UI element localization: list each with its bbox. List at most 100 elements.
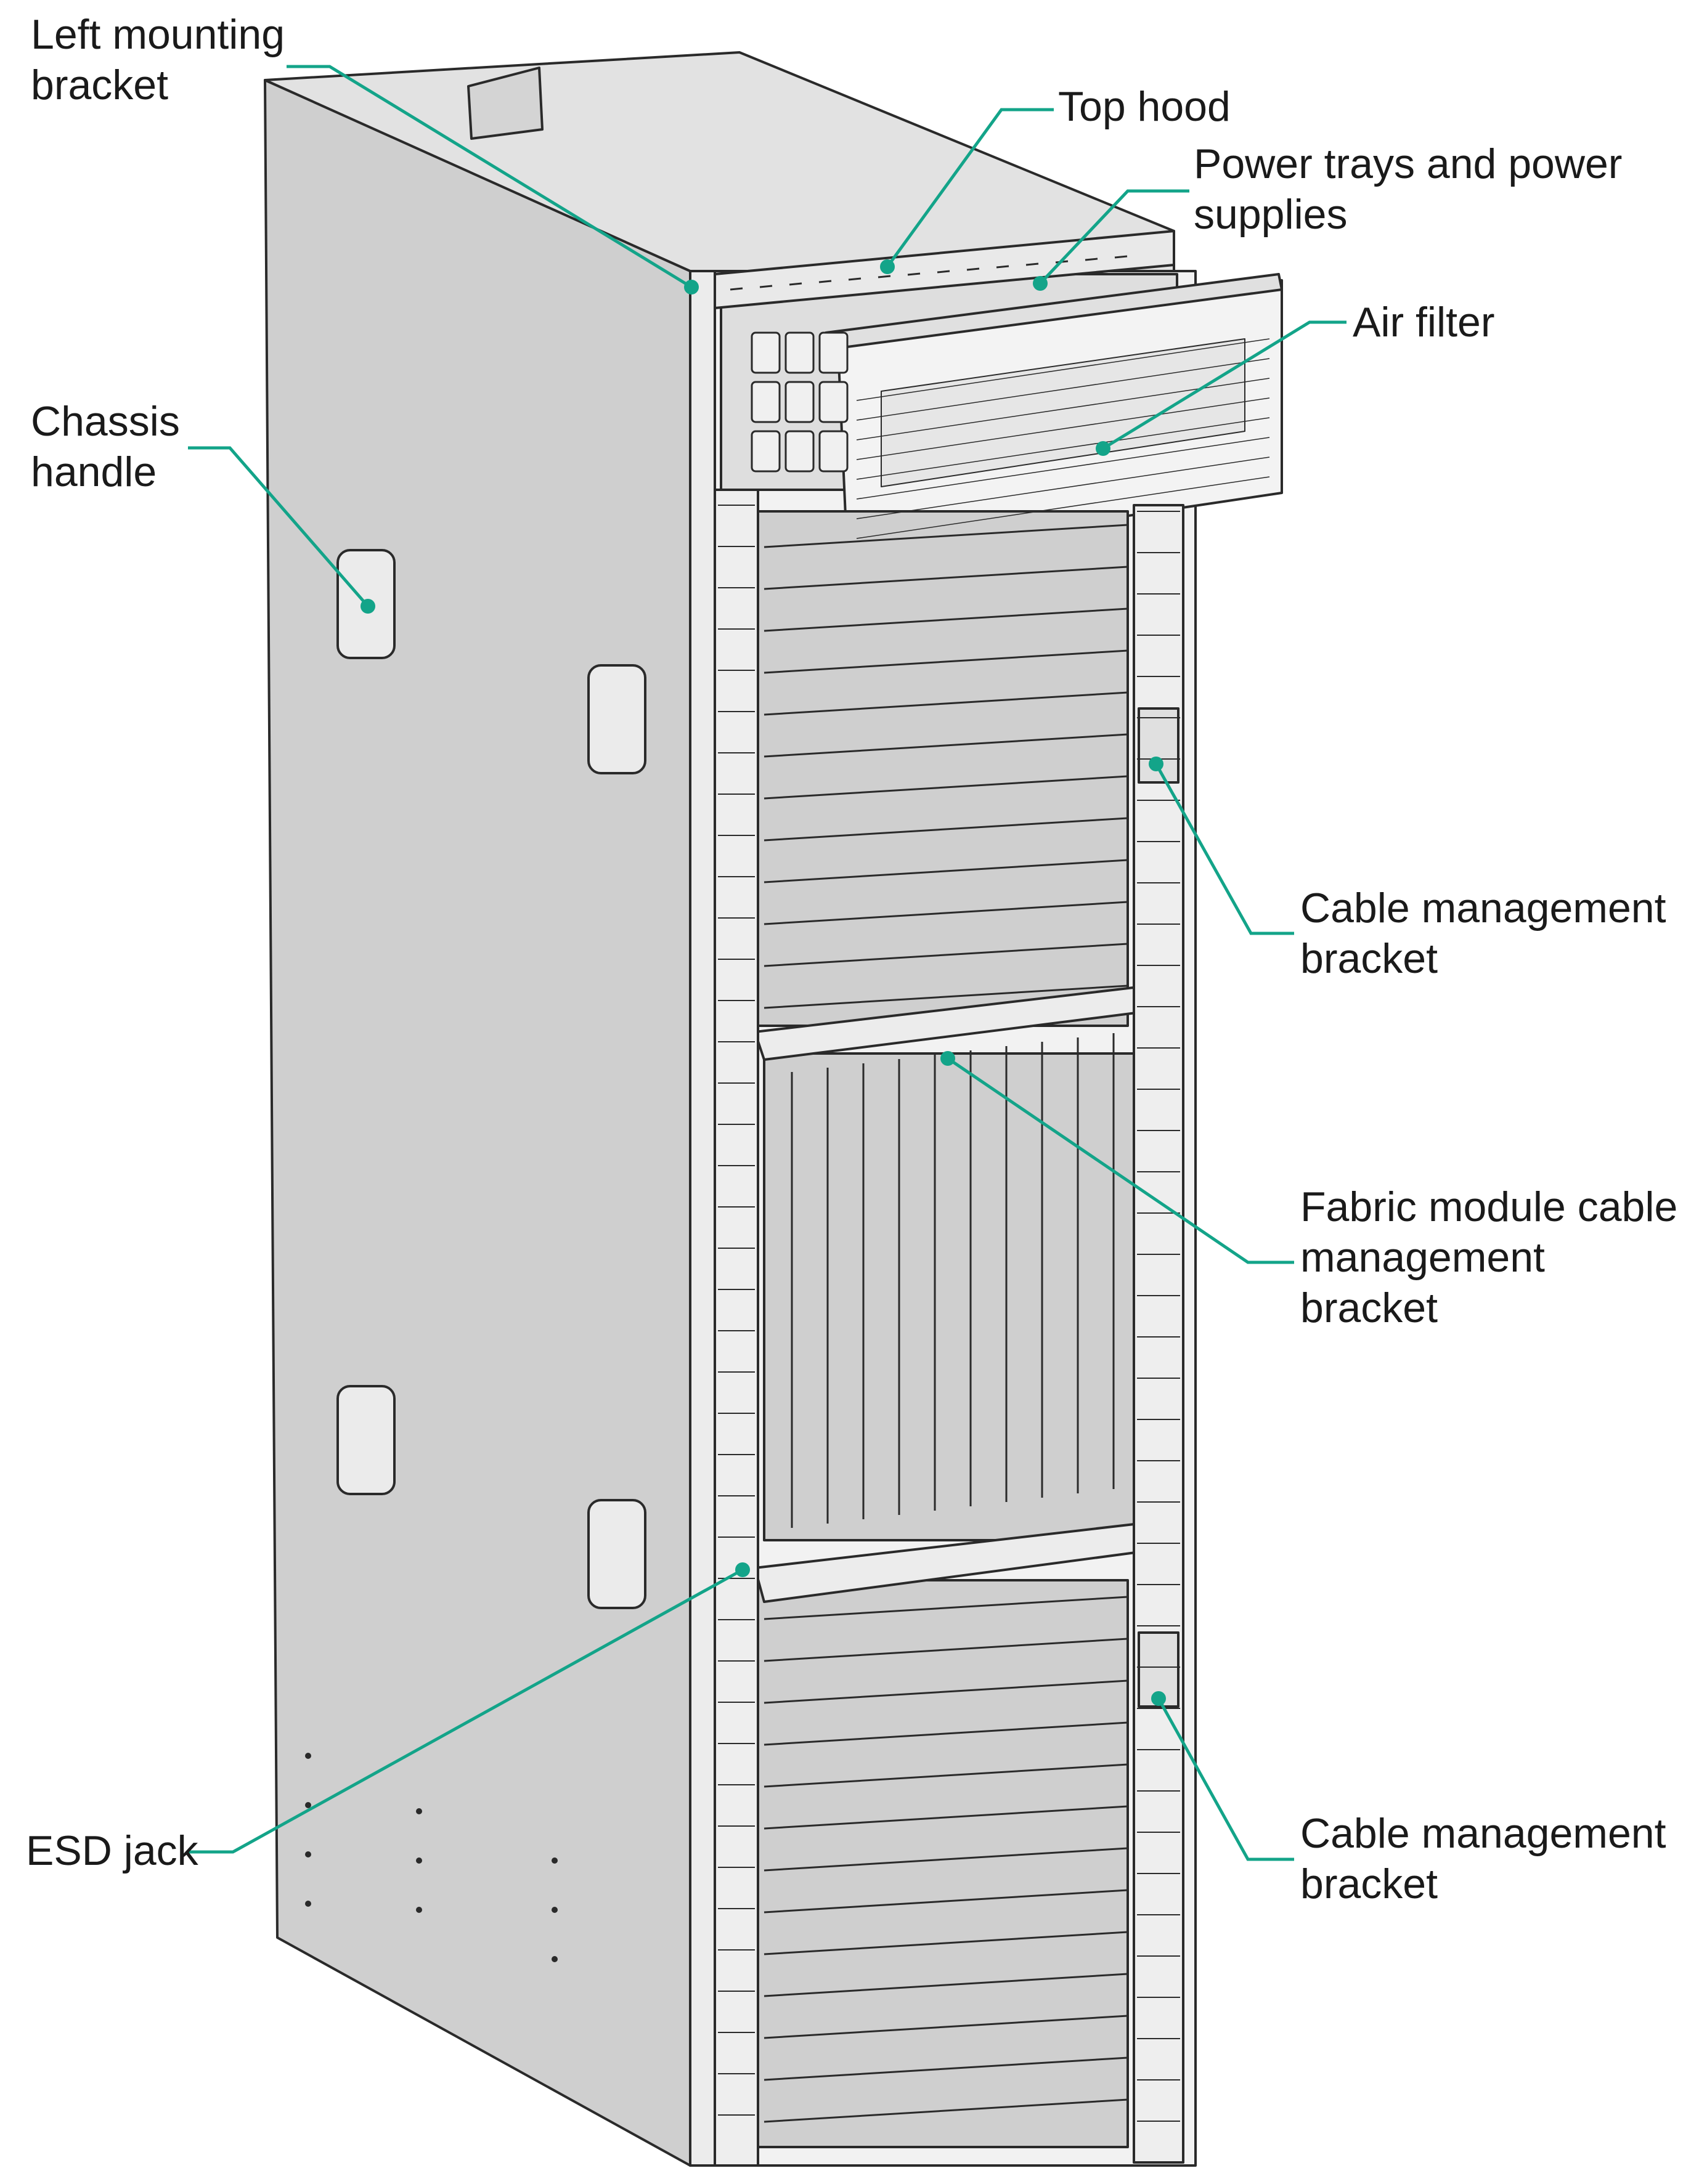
air-filter-mesh-line <box>856 358 1270 421</box>
module-slot-line <box>764 2056 1128 2081</box>
side-panel-rivet <box>305 1851 311 1857</box>
label-top-hood: Top hood <box>1058 83 1231 130</box>
top-hood-vent <box>1114 255 1128 259</box>
side-panel-rivet <box>305 1753 311 1759</box>
top-hood-vent <box>1085 258 1098 261</box>
top-hood-vent <box>818 280 832 283</box>
module-slot-line <box>764 1763 1128 1788</box>
power-supply-slot <box>751 381 781 423</box>
top-hood-vent <box>937 270 950 274</box>
air-filter-mesh-line <box>856 338 1270 401</box>
module-slot-line <box>764 1931 1128 1955</box>
side-panel-rivet <box>305 1802 311 1808</box>
module-slot-line <box>764 859 1128 883</box>
leader-dot-cable-management-bracket-lower <box>1151 1691 1166 1706</box>
side-panel-rivet <box>305 1901 311 1907</box>
module-slot-line <box>764 733 1128 758</box>
air-filter-mesh-line <box>856 437 1270 500</box>
leader-dot-chassis-handle <box>361 599 375 614</box>
upper-slot-region <box>757 510 1129 1027</box>
detail-lines <box>305 255 1270 2123</box>
module-slot-line <box>764 691 1128 716</box>
module-slot-line <box>764 607 1128 632</box>
top-hood-vent <box>759 285 773 288</box>
module-slot-line <box>764 817 1128 842</box>
side-panel-rivet <box>416 1907 422 1913</box>
leader-dot-top-hood <box>880 259 895 274</box>
module-slot-line <box>764 984 1128 1009</box>
label-cable-management-bracket-lower: Cable management bracket <box>1300 1810 1666 1907</box>
module-slot-line <box>764 524 1128 548</box>
module-slot-line <box>764 566 1128 590</box>
side-panel-rivet <box>552 1956 558 1962</box>
top-panel-recess <box>467 67 544 140</box>
lower-slot-region <box>757 1579 1129 2148</box>
leader-line-chassis-handle <box>188 446 369 607</box>
leader-dot-fabric-module-cable-management-bracket <box>940 1051 955 1066</box>
top-hood-vent <box>966 267 980 271</box>
module-slot-line <box>764 943 1128 967</box>
label-cable-management-bracket-upper: Cable management bracket <box>1300 885 1666 982</box>
power-supply-slot <box>784 381 815 423</box>
module-slot-line <box>764 1973 1128 1997</box>
top-hood-vent <box>996 265 1009 269</box>
side-panel-rivet <box>552 1907 558 1913</box>
module-slot-line <box>764 2015 1128 2039</box>
label-air-filter: Air filter <box>1353 299 1495 346</box>
top-hood-vent <box>730 287 743 291</box>
fabric-slot-region <box>763 1052 1135 1541</box>
chassis-handle-3 <box>336 1385 396 1495</box>
leader-dot-left-mounting-bracket <box>684 280 699 294</box>
top-hood <box>714 230 1175 309</box>
label-fabric-module-cable-management-bracket: Fabric module cable management bracket <box>1300 1183 1678 1331</box>
leader-lines <box>188 65 1347 1861</box>
side-panel-rivet <box>416 1857 422 1864</box>
leader-line-fabric-module-cable-management-bracket <box>947 1057 1294 1264</box>
leader-line-top-hood <box>886 108 1054 268</box>
module-slot-line <box>764 1596 1128 1620</box>
top-hood-vent <box>907 272 921 276</box>
power-supply-slot <box>751 430 781 473</box>
power-supply-slot <box>818 430 849 473</box>
module-slot-line <box>764 649 1128 674</box>
label-chassis-handle: Chassis handle <box>31 398 180 495</box>
top-hood-vent <box>848 277 862 281</box>
air-filter-mesh-line <box>856 457 1270 519</box>
left-side-panel <box>264 79 691 2167</box>
leader-dot-esd-jack <box>735 1562 750 1577</box>
top-hood-vent <box>878 275 891 278</box>
module-slot-line <box>764 1847 1128 1872</box>
module-slot-line <box>764 1721 1128 1746</box>
leader-line-cable-management-bracket-lower <box>1157 1697 1294 1861</box>
module-slot-line <box>764 2098 1128 2123</box>
power-supply-slot <box>818 331 849 374</box>
label-power-trays: Power trays and power supplies <box>1194 140 1623 238</box>
top-hood-vent <box>1025 262 1039 266</box>
module-slot-line <box>764 1638 1128 1662</box>
side-panel-rivet <box>416 1808 422 1814</box>
chassis-handle-2 <box>587 664 646 774</box>
leader-line-left-mounting-bracket <box>287 65 693 289</box>
top-hood-vent <box>789 282 802 286</box>
power-supply-slot <box>818 381 849 423</box>
leader-dot-air-filter <box>1096 441 1110 456</box>
leader-dot-power-trays <box>1033 276 1048 291</box>
label-left-mounting-bracket: Left mounting bracket <box>31 11 285 108</box>
power-supply-slot <box>751 331 781 374</box>
label-esd-jack: ESD jack <box>26 1827 198 1874</box>
module-slot-line <box>764 1805 1128 1830</box>
leader-line-air-filter <box>1102 320 1347 450</box>
power-supply-slot <box>784 331 815 374</box>
leader-line-cable-management-bracket-upper <box>1154 763 1294 935</box>
air-filter-mesh-line <box>856 417 1270 480</box>
power-supply-slot <box>784 430 815 473</box>
air-filter-mesh-line <box>856 476 1270 539</box>
leader-line-power-trays <box>1039 189 1189 285</box>
module-slot-line <box>764 775 1128 800</box>
side-panel-rivet <box>552 1857 558 1864</box>
chassis-handle-4 <box>587 1499 646 1609</box>
left-rail <box>714 489 759 2167</box>
module-slot-line <box>764 1679 1128 1704</box>
leader-dot-cable-management-bracket-upper <box>1149 757 1163 771</box>
